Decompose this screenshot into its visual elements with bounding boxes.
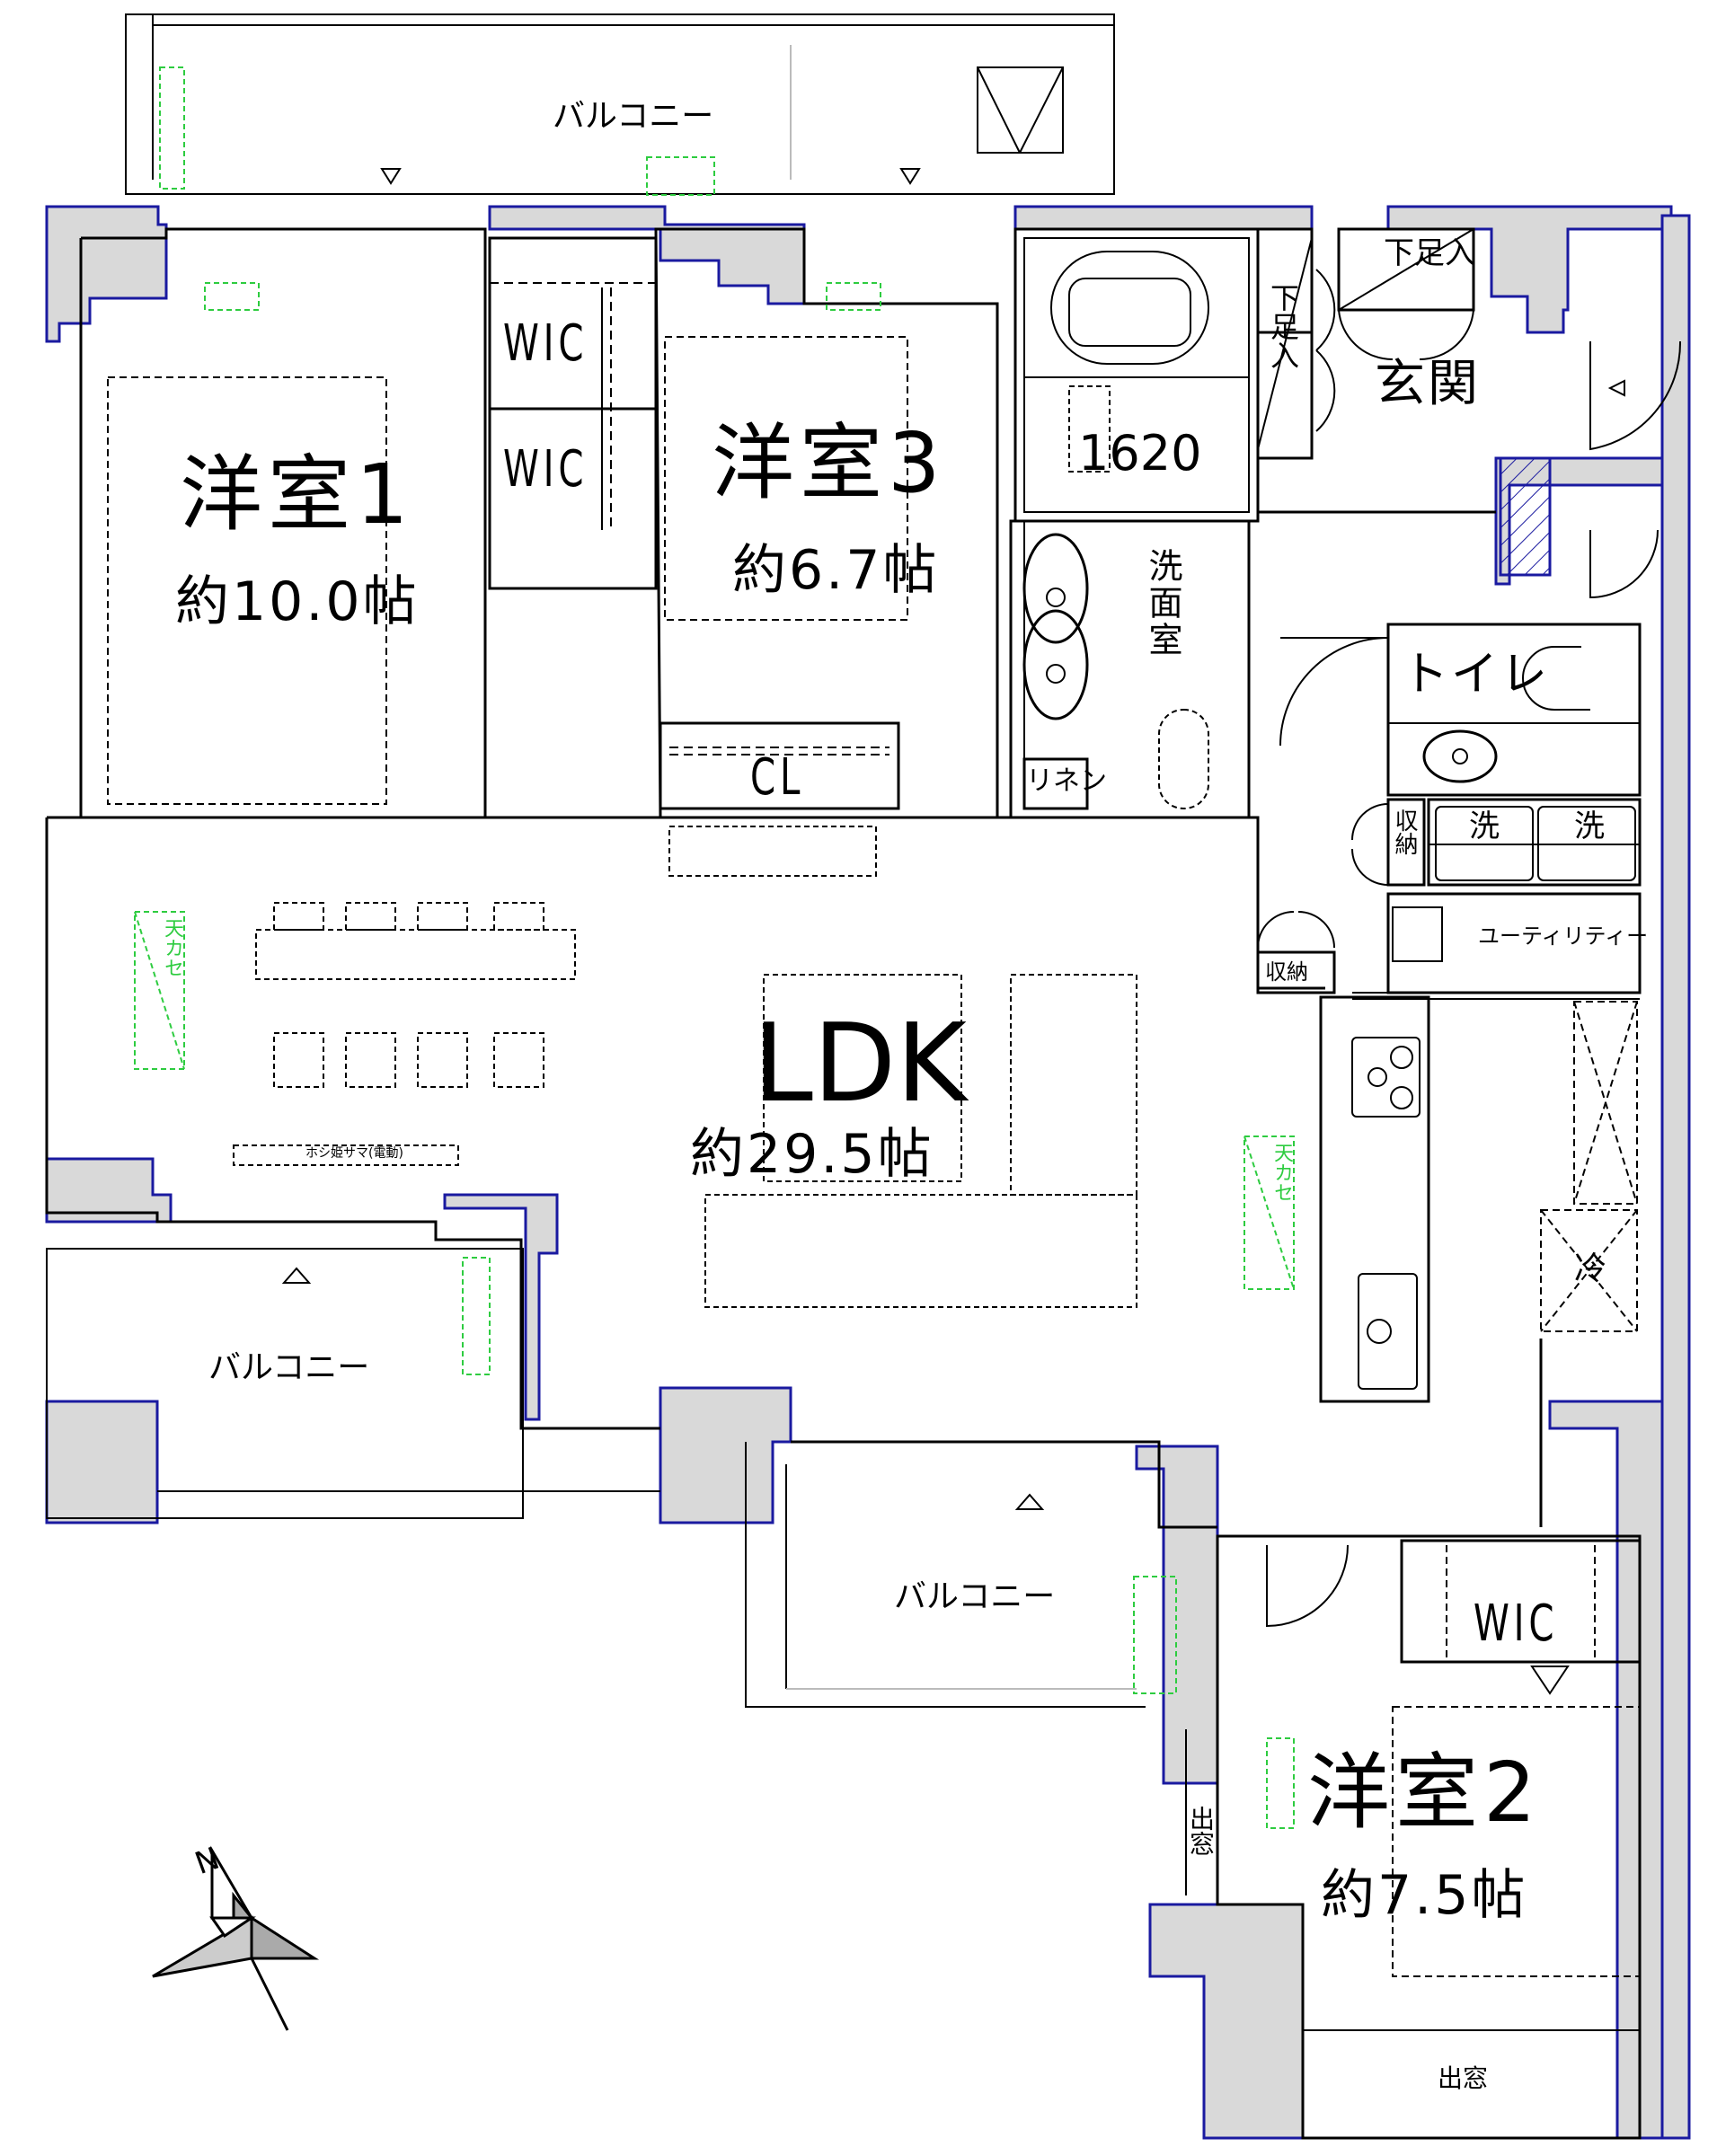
window-markers bbox=[281, 168, 1045, 1510]
room-western2-area: 約7.5帖 bbox=[1321, 1864, 1528, 1927]
room-western2-name: 洋室2 bbox=[1307, 1745, 1542, 1841]
ceiling-ac-2-label: 天カセ bbox=[1270, 1143, 1293, 1202]
top-balcony-outline bbox=[125, 13, 1115, 195]
toilet-label: トイレ bbox=[1402, 648, 1551, 702]
washer-2-label: 洗 bbox=[1574, 808, 1605, 844]
bath-size-label: 1620 bbox=[1078, 425, 1202, 482]
storage-1-label: 収納 bbox=[1391, 808, 1418, 855]
room-ldk-name: LDK bbox=[753, 1002, 967, 1127]
utility-label: ユーティリティー bbox=[1478, 923, 1649, 949]
washer-1-label: 洗 bbox=[1469, 808, 1500, 844]
room-western1-area: 約10.0帖 bbox=[175, 570, 420, 633]
dining-chairs bbox=[273, 902, 544, 1088]
compass-rose-icon bbox=[152, 1845, 320, 2031]
interior-walls bbox=[45, 227, 1682, 2140]
structural-walls bbox=[45, 205, 1691, 2140]
balcony-middle-label: バルコニー bbox=[894, 1578, 1056, 1615]
curtain-label: ホシ姫サマ(電動) bbox=[305, 1146, 403, 1161]
wic1-label: WIC bbox=[503, 314, 589, 373]
pipe-shaft bbox=[1499, 456, 1552, 577]
room-western3-name: 洋室3 bbox=[712, 415, 946, 511]
ceiling-ac-units bbox=[134, 66, 1295, 1829]
entrance-label: 玄関 bbox=[1375, 355, 1481, 413]
bay-window-1-label: 出窓 bbox=[1186, 1806, 1216, 1856]
room-western1-name: 洋室1 bbox=[180, 446, 414, 543]
room-western3-area: 約6.7帖 bbox=[732, 539, 940, 602]
wic2-label: WIC bbox=[503, 440, 589, 499]
ceiling-ac-1-label: 天カセ bbox=[161, 918, 183, 977]
washroom-label: 洗面室 bbox=[1143, 548, 1182, 658]
room-ldk-area: 約29.5帖 bbox=[690, 1123, 934, 1186]
balcony-left-label: バルコニー bbox=[208, 1349, 370, 1386]
balcony-top-label: バルコニー bbox=[553, 98, 714, 135]
fridge-label: 冷 bbox=[1574, 1250, 1607, 1287]
bay-window-2-label: 出窓 bbox=[1438, 2063, 1489, 2093]
shoe-storage-1-label: 下足入 bbox=[1266, 283, 1300, 369]
wic3-label: WIC bbox=[1474, 1595, 1559, 1653]
linen-label: リネン bbox=[1026, 765, 1107, 797]
storage-2-label: 収納 bbox=[1265, 959, 1308, 985]
closet-label: CL bbox=[750, 748, 805, 807]
shoe-storage-2-label: 下足入 bbox=[1384, 235, 1475, 271]
